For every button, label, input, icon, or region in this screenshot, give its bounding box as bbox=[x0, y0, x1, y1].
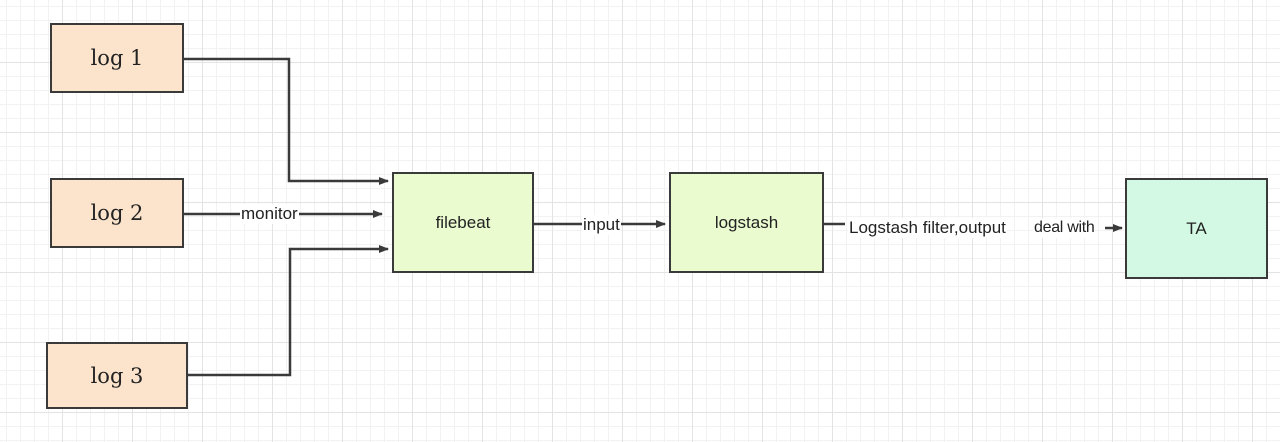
node-log-2-label: log 2 bbox=[90, 201, 144, 225]
node-filebeat-label: filebeat bbox=[435, 212, 491, 232]
node-log-3-label: log 3 bbox=[90, 363, 144, 388]
edge-label-input: input bbox=[582, 215, 621, 235]
edge-log3-to-filebeat bbox=[188, 245, 389, 377]
node-ta-label: TA bbox=[1186, 218, 1207, 238]
edge-label-monitor: monitor bbox=[240, 204, 299, 224]
edge-label-logstash-filter-output: Logstash filter,output bbox=[848, 218, 1007, 238]
edge-label-deal-with: deal with bbox=[1033, 218, 1096, 238]
node-log-3: log 3 bbox=[46, 342, 188, 409]
node-log-2: log 2 bbox=[50, 178, 184, 248]
node-ta: TA bbox=[1125, 178, 1268, 279]
edge-logstash-to-ta bbox=[823, 224, 1122, 228]
node-logstash: logstash bbox=[669, 172, 824, 273]
node-logstash-label: logstash bbox=[714, 212, 779, 232]
node-log-1-label: log 1 bbox=[90, 46, 144, 70]
node-filebeat: filebeat bbox=[392, 172, 534, 273]
edge-log1-to-filebeat bbox=[183, 57, 389, 185]
node-log-1: log 1 bbox=[50, 23, 184, 93]
